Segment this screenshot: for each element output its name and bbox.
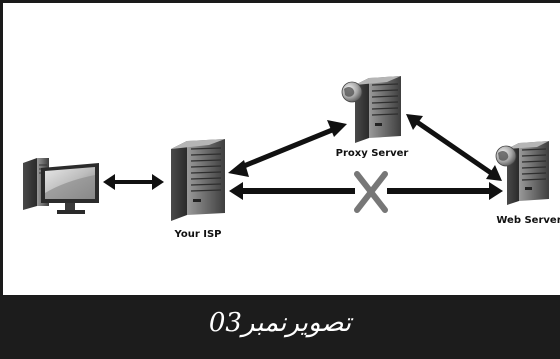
connection-isp-proxy [228,120,347,177]
diagram-panel: Your ISP Pro [3,3,560,295]
globe-icon [495,145,517,167]
proxy-label: Proxy Server [336,148,409,159]
isp-label: Your ISP [174,229,222,240]
connection-isp-web-blocked [229,171,503,213]
connection-computer-isp [103,174,164,190]
network-diagram: Your ISP Pro [23,76,560,240]
web-server-label: Web Server [496,215,560,226]
web-server-icon [495,141,549,205]
x-icon [354,171,388,213]
desktop-computer-icon [23,158,99,214]
connection-proxy-web [406,114,502,181]
isp-server-icon [171,139,225,221]
proxy-server-icon [341,76,401,143]
globe-icon [341,81,363,103]
figure-caption: تصویرنمبر03 [208,308,352,338]
caption-bar: تصویرنمبر03 [0,296,560,359]
